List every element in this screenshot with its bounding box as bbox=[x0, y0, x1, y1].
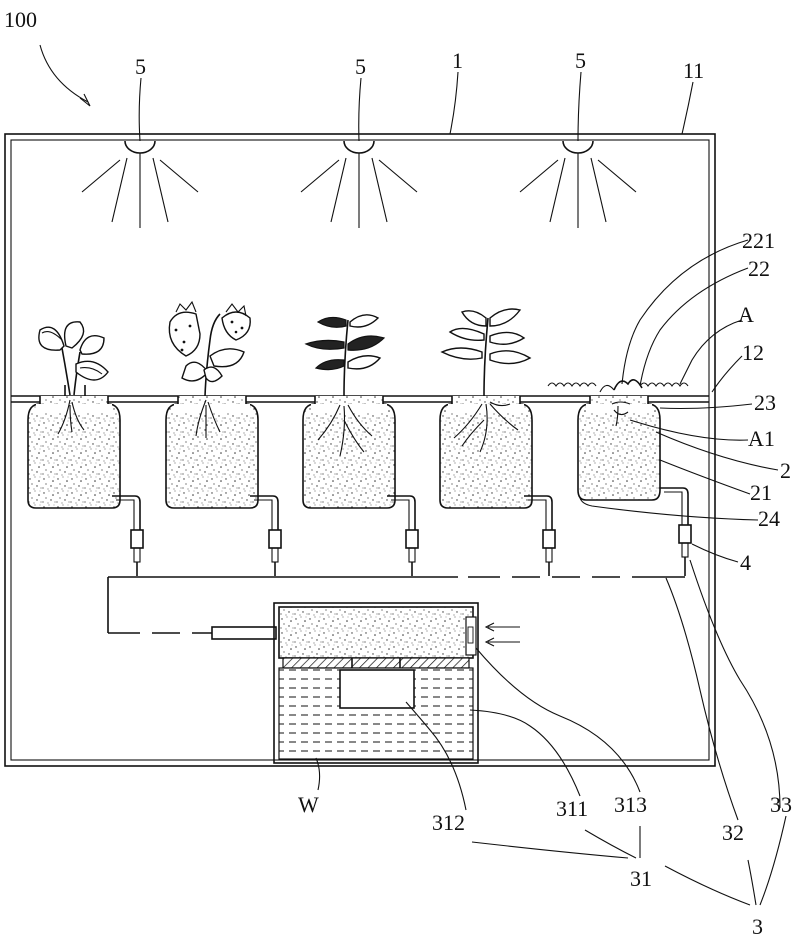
housing bbox=[4, 133, 716, 767]
grow-light-3 bbox=[519, 140, 637, 228]
planter-5 bbox=[577, 396, 689, 525]
label-313: 313 bbox=[614, 792, 647, 817]
connector-1 bbox=[130, 529, 144, 576]
label-22: 22 bbox=[748, 256, 770, 281]
manifold-pipe bbox=[107, 576, 685, 640]
grow-light-1 bbox=[81, 140, 199, 228]
label-housing: 1 bbox=[452, 48, 463, 73]
plant-4 bbox=[440, 308, 532, 453]
label-2: 2 bbox=[780, 458, 791, 483]
connector-5 bbox=[678, 524, 692, 576]
planter-4 bbox=[439, 396, 553, 530]
plant-1 bbox=[38, 321, 109, 435]
label-4: 4 bbox=[740, 550, 751, 575]
label-33: 33 bbox=[770, 792, 792, 817]
label-221: 221 bbox=[742, 228, 775, 253]
connector-4 bbox=[542, 529, 556, 576]
connector-2 bbox=[268, 529, 282, 576]
connector-3 bbox=[405, 529, 419, 576]
leader-lines bbox=[39, 44, 787, 906]
planter-3 bbox=[302, 396, 416, 530]
label-light-3: 5 bbox=[575, 48, 586, 73]
label-31: 31 bbox=[630, 866, 652, 891]
nutrient-tank bbox=[273, 602, 520, 764]
plant-5-seedlings bbox=[547, 379, 689, 427]
reference-labels: 100 5 5 5 1 11 221 22 A 12 23 A1 2 21 24… bbox=[4, 7, 792, 939]
planter-2 bbox=[165, 396, 279, 530]
label-space: 11 bbox=[683, 58, 704, 83]
planter-1 bbox=[27, 385, 141, 530]
label-12: 12 bbox=[742, 340, 764, 365]
label-21: 21 bbox=[750, 480, 772, 505]
label-32: 32 bbox=[722, 820, 744, 845]
plant-2-strawberry bbox=[168, 300, 251, 438]
label-100: 100 bbox=[4, 7, 37, 32]
label-3: 3 bbox=[752, 914, 763, 939]
grow-light-2 bbox=[300, 140, 418, 228]
label-24: 24 bbox=[758, 506, 780, 531]
label-312: 312 bbox=[432, 810, 465, 835]
plant-3 bbox=[304, 314, 386, 457]
label-light-1: 5 bbox=[135, 54, 146, 79]
label-A1: A1 bbox=[748, 426, 775, 451]
label-light-2: 5 bbox=[355, 54, 366, 79]
label-23: 23 bbox=[754, 390, 776, 415]
label-W: W bbox=[298, 792, 319, 817]
label-A: A bbox=[738, 302, 754, 327]
label-311: 311 bbox=[556, 796, 588, 821]
